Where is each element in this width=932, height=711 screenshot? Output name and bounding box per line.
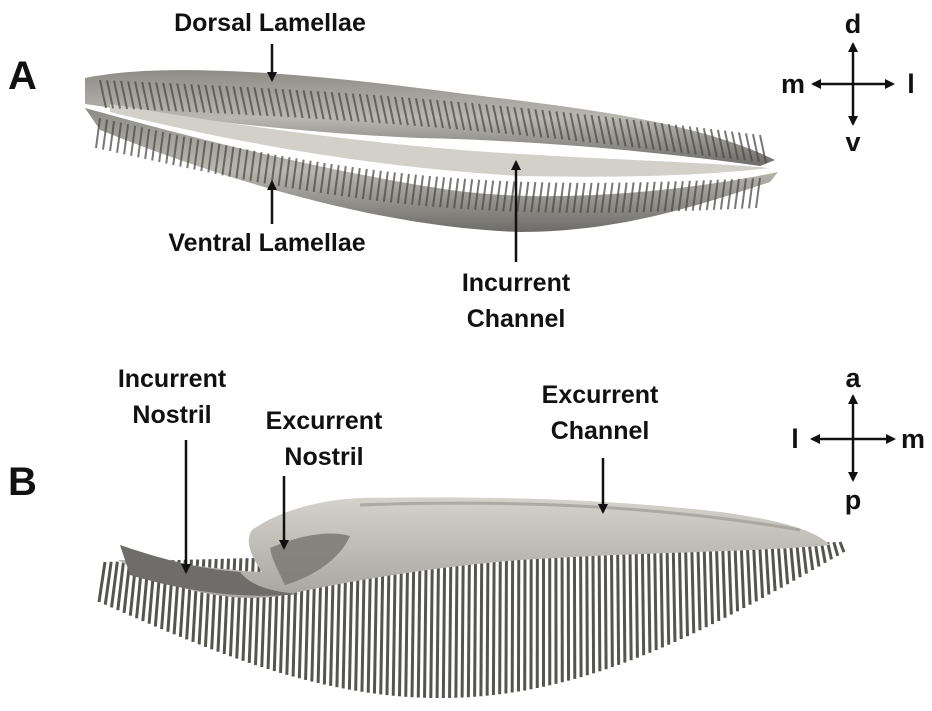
lamella bbox=[673, 547, 675, 642]
lamella bbox=[754, 544, 757, 601]
lamella bbox=[431, 553, 433, 698]
lamella bbox=[468, 552, 469, 697]
lamella bbox=[791, 543, 794, 580]
lamella bbox=[112, 562, 118, 608]
lamella bbox=[443, 553, 444, 698]
lamella bbox=[406, 554, 408, 697]
compass-b-left: l bbox=[780, 425, 810, 453]
lamella bbox=[698, 546, 700, 630]
lamella bbox=[425, 553, 427, 698]
compass-a-bottom: v bbox=[838, 128, 868, 156]
lamella bbox=[487, 552, 488, 696]
lamella bbox=[679, 546, 681, 639]
lamella bbox=[797, 543, 800, 577]
lamella bbox=[118, 561, 124, 610]
lamella bbox=[667, 547, 669, 645]
compass-a-right: l bbox=[896, 70, 926, 98]
lamella bbox=[735, 545, 738, 611]
lamella bbox=[105, 562, 111, 605]
incurrent-channel-label-line1: Incurrent bbox=[436, 266, 596, 300]
lamella bbox=[642, 547, 643, 655]
lamella bbox=[803, 543, 806, 574]
lamella bbox=[599, 549, 600, 672]
compass-b-arrows bbox=[812, 396, 894, 480]
compass-a-top: d bbox=[838, 10, 868, 38]
excurrent-nostril-label-line1: Excurrent bbox=[244, 404, 404, 438]
lamella bbox=[500, 551, 501, 694]
lamella bbox=[456, 552, 457, 697]
lamella bbox=[661, 547, 663, 648]
panel-a-specimen bbox=[85, 70, 778, 232]
lamella bbox=[729, 545, 731, 615]
lamella bbox=[747, 545, 750, 605]
lamella bbox=[493, 551, 494, 695]
lamella bbox=[716, 545, 718, 621]
lamella bbox=[462, 552, 463, 697]
lamella bbox=[686, 546, 688, 636]
lamella bbox=[481, 552, 482, 697]
compass-b-bottom: p bbox=[838, 486, 868, 514]
panel-a-letter: A bbox=[8, 56, 37, 96]
lamella bbox=[412, 554, 414, 698]
excurrent-channel-label-line1: Excurrent bbox=[520, 378, 680, 412]
excurrent-channel-label-line2: Channel bbox=[520, 414, 680, 448]
lamella bbox=[741, 545, 744, 608]
lamella bbox=[618, 548, 619, 665]
lamella bbox=[772, 544, 775, 591]
lamella bbox=[784, 544, 787, 585]
panel-b-lamellae bbox=[99, 542, 844, 698]
lamella bbox=[649, 547, 650, 653]
lamella bbox=[723, 545, 725, 618]
lamella bbox=[655, 547, 656, 650]
dorsal-lamellae-label: Dorsal Lamellae bbox=[130, 6, 410, 40]
lamella bbox=[760, 544, 763, 598]
lamella bbox=[418, 553, 420, 697]
lamella bbox=[506, 551, 507, 693]
incurrent-nostril-label-line1: Incurrent bbox=[92, 362, 252, 396]
lamella bbox=[624, 548, 625, 663]
panel-b-specimen bbox=[99, 497, 844, 698]
lamella bbox=[587, 549, 588, 675]
lamella bbox=[630, 548, 631, 660]
lamella bbox=[766, 544, 769, 595]
ventral-lamellae-label: Ventral Lamellae bbox=[122, 226, 412, 260]
lamella bbox=[809, 543, 813, 570]
lamella bbox=[593, 549, 594, 674]
excurrent-nostril-label-line2: Nostril bbox=[244, 440, 404, 474]
lamella bbox=[840, 542, 844, 552]
compass-a-arrows bbox=[813, 44, 893, 124]
lamella bbox=[778, 544, 781, 588]
lamella bbox=[605, 548, 606, 669]
lamella bbox=[636, 548, 637, 658]
lamella bbox=[710, 546, 712, 625]
lamella bbox=[704, 546, 706, 628]
incurrent-nostril-label-line2: Nostril bbox=[92, 398, 252, 432]
compass-a-left: m bbox=[778, 70, 808, 98]
compass-b-right: m bbox=[898, 425, 928, 453]
incurrent-channel-label-line2: Channel bbox=[436, 302, 596, 336]
lamella bbox=[400, 554, 402, 696]
lamella bbox=[475, 552, 476, 697]
lamella bbox=[611, 548, 612, 667]
lamella bbox=[437, 553, 438, 698]
panel-b-letter: B bbox=[8, 462, 37, 502]
lamella bbox=[834, 542, 838, 556]
lamella bbox=[393, 554, 395, 696]
lamella bbox=[450, 553, 451, 698]
compass-b-top: a bbox=[838, 364, 868, 392]
lamella bbox=[99, 562, 105, 602]
lamella bbox=[692, 546, 694, 633]
